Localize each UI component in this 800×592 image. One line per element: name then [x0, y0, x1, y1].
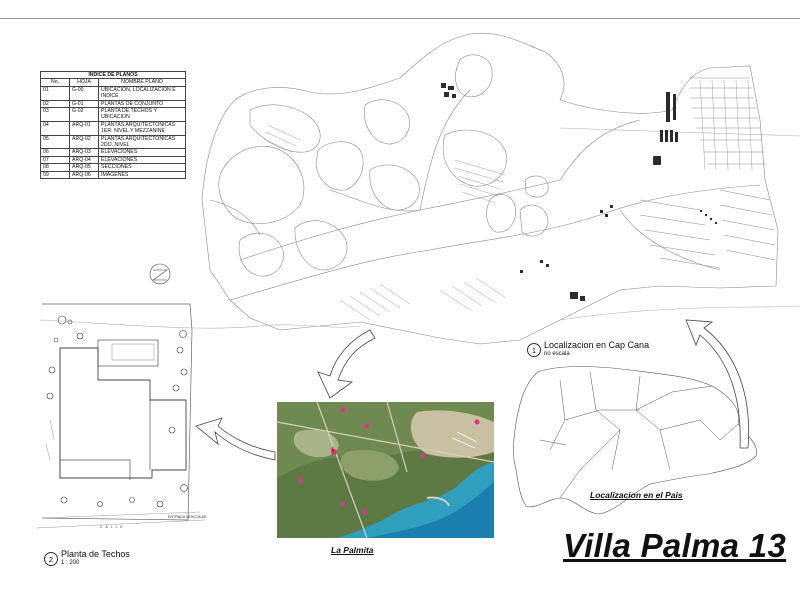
view-number-roof-plan: 2	[44, 552, 58, 566]
view-title-satellite: La Palmita	[331, 545, 374, 555]
arrow-from-country	[685, 319, 750, 449]
arrow-to-plan	[195, 417, 276, 461]
row-name: IMAGENES	[98, 170, 186, 180]
arrow-icons	[195, 319, 750, 461]
view-title-cap-cana: Localizacion en Cap Cana	[544, 340, 650, 350]
satellite-image	[277, 402, 494, 538]
cap-cana-masterplan	[39, 32, 800, 345]
index-table-title: INDICE DE PLANOS	[40, 70, 186, 80]
view-number-cap-cana: 1	[527, 343, 541, 357]
index-header-name: NOMBRE PLANO	[98, 78, 186, 87]
street-label: C A L L E	[100, 525, 124, 529]
north-arrow-icon	[149, 263, 171, 285]
index-table: INDICE DE PLANOS No. HOJA NOMBRE PLANO 0…	[40, 70, 186, 180]
view-title-roof-plan: Planta de Techos	[61, 549, 130, 559]
row-name: PLANTAS ARQUITECTONICAS 1ER. NIVEL Y MEZ…	[98, 120, 186, 136]
landscape-trees	[46, 315, 188, 508]
view-scale-roof-plan: 1 : 200	[61, 560, 80, 566]
view-scale-cap-cana: no escala	[544, 351, 570, 357]
roof-plan	[35, 303, 206, 529]
view-title-country: Localizacion en el Pais	[590, 490, 683, 500]
project-title: Villa Palma 13	[563, 527, 787, 564]
building-clusters	[441, 83, 717, 301]
row-name: PLANTAS DE CONJUNTO	[98, 99, 186, 109]
arrow-to-satellite	[317, 329, 376, 399]
country-map	[513, 366, 757, 515]
entrance-label: ENTRADA VEHICULAR	[168, 515, 207, 519]
sheet-border	[0, 18, 800, 19]
